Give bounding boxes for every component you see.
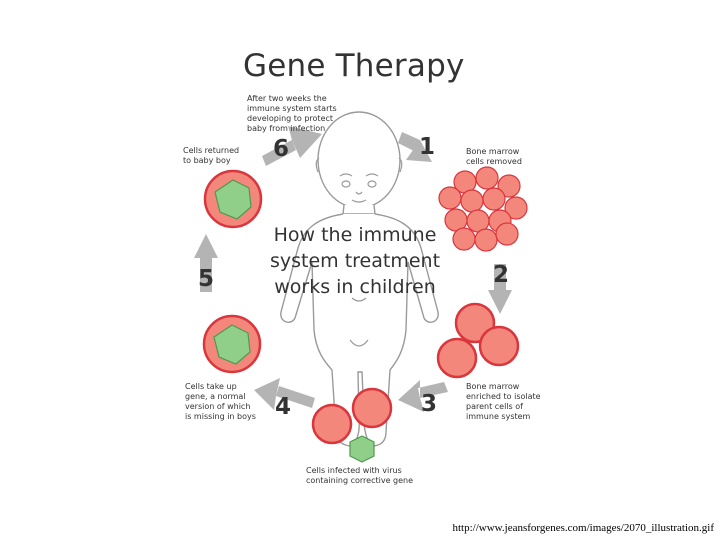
note-top-line: After two weeks the <box>247 94 327 103</box>
modified-cell-step-6 <box>203 169 263 229</box>
step-4-caption-line: gene, a normal <box>185 392 246 401</box>
center-caption-line: system treatment <box>269 250 441 272</box>
arrow-step-2 <box>488 264 512 314</box>
enriched-cells <box>436 302 520 379</box>
note-bottom-line: containing corrective gene <box>306 476 414 485</box>
step-3-caption-line: enriched to isolate <box>466 392 541 401</box>
step-4-caption-line: version of which <box>185 402 251 411</box>
infected-cells <box>311 387 393 463</box>
bone-marrow-cell-cluster <box>438 166 528 252</box>
step-number-1: 1 <box>419 134 436 160</box>
step-number-5: 5 <box>198 266 215 292</box>
baby-figure <box>280 111 439 447</box>
step-6-caption: Cells returned to baby boy <box>183 146 239 166</box>
arrow-step-3 <box>398 380 448 412</box>
center-caption: How the immune system treatment works in… <box>262 222 448 300</box>
note-bottom-line: Cells infected with virus <box>306 466 402 475</box>
step-number-6: 6 <box>273 136 290 162</box>
virus-icon <box>349 435 375 463</box>
step-4-caption-line: Cells take up <box>185 382 237 391</box>
note-top: After two weeks the immune system starts… <box>247 94 337 134</box>
step-number-4: 4 <box>275 394 292 420</box>
step-3-caption-line: immune system <box>466 412 531 421</box>
arrow-step-6 <box>262 126 322 166</box>
step-6-caption-line: to baby boy <box>183 156 231 165</box>
step-1-caption-line: Bone marrow <box>466 147 520 156</box>
arrow-step-4 <box>254 378 315 410</box>
step-3-caption-line: Bone marrow <box>466 382 520 391</box>
step-1-caption-line: cells removed <box>466 157 522 166</box>
step-4-caption-line: is missing in boys <box>185 412 256 421</box>
note-top-line: baby from infection <box>247 124 326 133</box>
step-6-caption-line: Cells returned <box>183 146 240 155</box>
step-number-3: 3 <box>421 391 438 417</box>
source-url: http://www.jeansforgenes.com/images/2070… <box>452 522 714 534</box>
arrow-step-5 <box>194 234 218 292</box>
step-number-2: 2 <box>493 262 510 288</box>
arrow-step-1 <box>398 132 432 162</box>
modified-cell-step-5 <box>202 314 262 374</box>
page-title: Gene Therapy <box>243 48 465 84</box>
step-4-caption: Cells take up gene, a normal version of … <box>185 382 256 422</box>
note-top-line: immune system starts <box>247 104 337 113</box>
step-3-caption: Bone marrow enriched to isolate parent c… <box>466 382 541 422</box>
step-1-caption: Bone marrow cells removed <box>466 147 522 167</box>
cycle-arrows <box>194 126 512 412</box>
note-bottom: Cells infected with virus containing cor… <box>306 466 413 486</box>
center-caption-line: works in children <box>274 276 436 298</box>
step-3-caption-line: parent cells of <box>466 402 523 411</box>
center-caption-line: How the immune <box>273 224 437 246</box>
note-top-line: developing to protect <box>247 114 334 123</box>
baby-face <box>315 157 403 347</box>
